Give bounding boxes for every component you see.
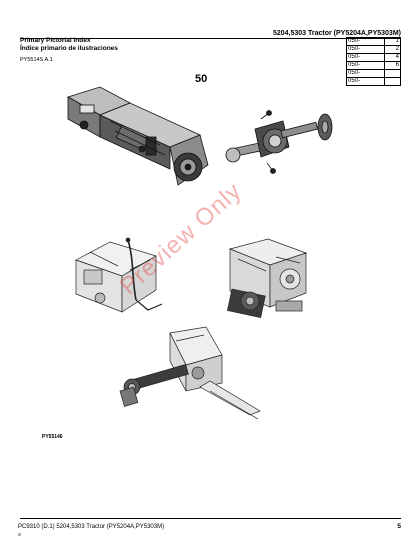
index-title-es: Índice primario de ilustraciones (20, 45, 118, 52)
section-number: 50 (195, 73, 208, 85)
ref-page (384, 77, 402, 86)
ref-code: 050- (346, 69, 385, 78)
figure-code: PY55146 (42, 434, 63, 440)
page-number: 5 (397, 523, 401, 530)
header-rule (20, 38, 401, 39)
ref-page: 1 (384, 37, 402, 46)
doc-code: PY5514S A.1 (20, 57, 53, 63)
front-axle-drive-illustration[interactable] (110, 325, 270, 430)
index-title: Primary Pictorial Index Índice primario … (20, 37, 118, 53)
table-row[interactable]: 050-4 (346, 53, 402, 62)
table-row[interactable]: 050-1 (346, 37, 402, 46)
ref-code: 050- (346, 37, 385, 46)
rear-transmission-housing-illustration[interactable] (210, 235, 330, 330)
footer-doc-info: PC9310 (D.1) 5204,5303 Tractor (PY5204A,… (18, 524, 165, 530)
ref-code: 050- (346, 45, 385, 54)
transmission-assembly-illustration[interactable] (60, 85, 215, 200)
footer-sub-label: S (18, 532, 22, 537)
index-title-en: Primary Pictorial Index (20, 37, 91, 44)
table-row[interactable]: 050- (346, 77, 402, 86)
ref-page: 4 (384, 53, 402, 62)
ref-code: 050- (346, 61, 385, 70)
ref-page (384, 69, 402, 78)
tractor-frame-illustration[interactable] (70, 230, 180, 325)
ref-code: 050- (346, 77, 385, 86)
table-row[interactable]: 050-2 (346, 45, 402, 54)
table-row[interactable]: 050- (346, 69, 402, 78)
ref-code: 050- (346, 53, 385, 62)
ref-page: 2 (384, 45, 402, 54)
ref-page: 6 (384, 61, 402, 70)
table-row[interactable]: 050-6 (346, 61, 402, 70)
manual-header-title: 5204,5303 Tractor (PY5204A,PY5303M) (272, 30, 401, 37)
page-reference-table: 050-1 050-2 050-4 050-6 050- 050- (346, 37, 402, 86)
footer-rule (20, 518, 401, 519)
rear-axle-assembly-illustration[interactable] (225, 105, 340, 185)
